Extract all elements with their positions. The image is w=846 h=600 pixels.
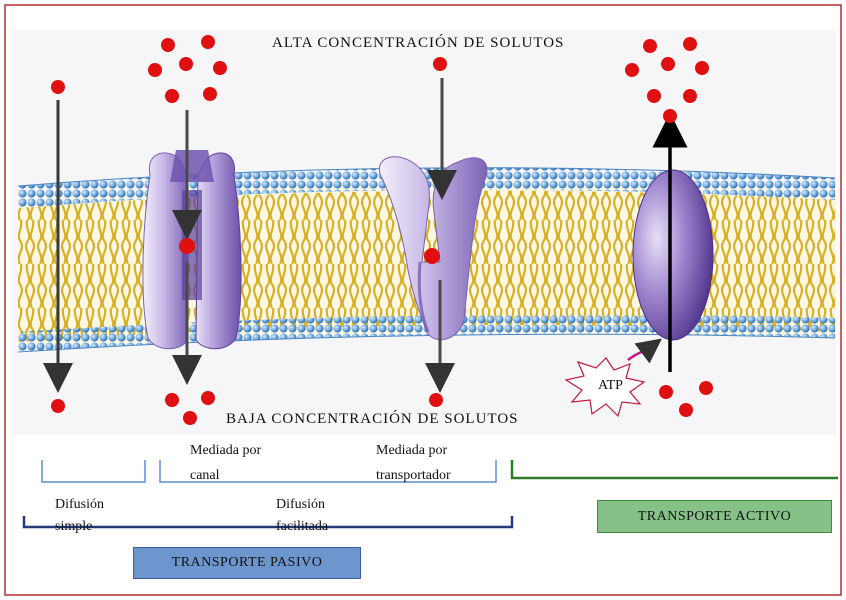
simple-diffusion-label-line1: Difusión <box>55 496 104 513</box>
solute-in-channel <box>179 238 195 254</box>
channel-label-line2: canal <box>190 467 220 484</box>
carrier-label-line2: transportador <box>376 467 451 484</box>
carrier-label-line1: Mediada por <box>376 442 447 459</box>
simple-diffusion-label-line2: simple <box>55 518 92 535</box>
channel-label-line1: Mediada por <box>190 442 261 459</box>
high-concentration-label: ALTA CONCENTRACIÓN DE SOLUTOS <box>272 35 564 52</box>
passive-transport-box: TRANSPORTE PASIVO <box>133 547 361 579</box>
low-concentration-label: BAJA CONCENTRACIÓN DE SOLUTOS <box>226 411 519 428</box>
active-transport-box: TRANSPORTE ACTIVO <box>597 500 832 533</box>
passive-transport-label: TRANSPORTE PASIVO <box>172 555 323 570</box>
atp-label: ATP <box>598 377 623 394</box>
solute-in-carrier <box>424 248 440 264</box>
active-transport-pump <box>633 170 713 340</box>
active-transport-label: TRANSPORTE ACTIVO <box>638 509 792 524</box>
facilitated-diffusion-label-line2: facilitada <box>276 518 328 535</box>
facilitated-diffusion-label-line1: Difusión <box>276 496 325 513</box>
